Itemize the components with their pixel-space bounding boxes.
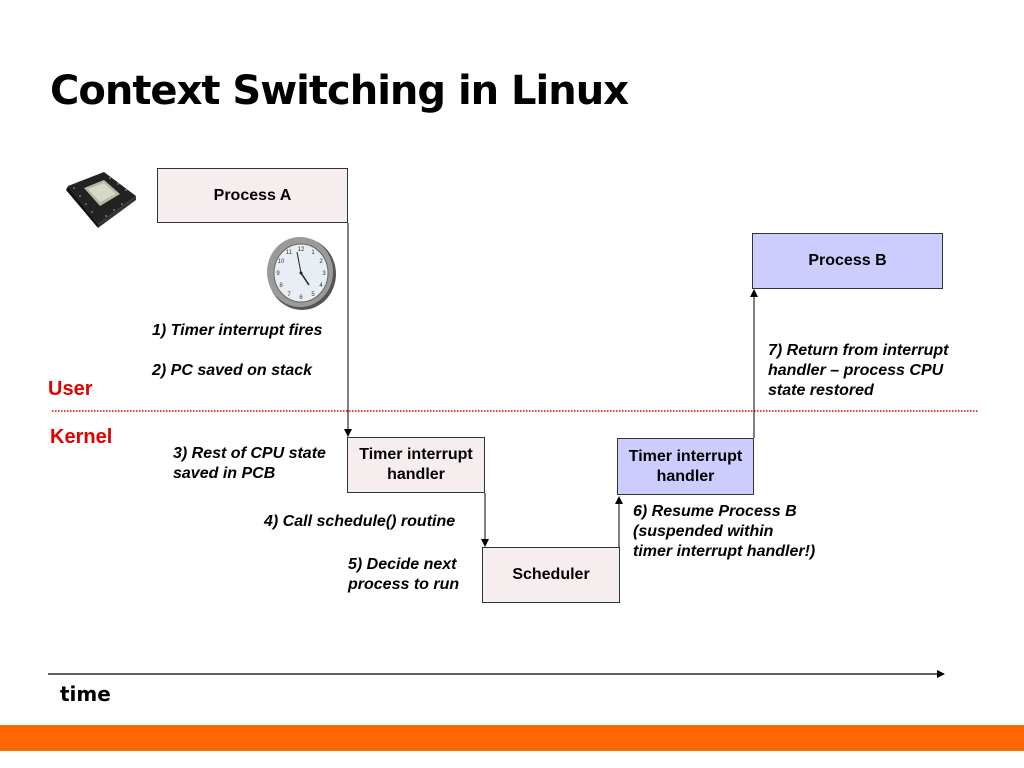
svg-text:2: 2 [319, 259, 323, 265]
footer-bar [0, 725, 1024, 751]
svg-text:10: 10 [278, 259, 285, 265]
step-1-label: 1) Timer interrupt fires [152, 322, 323, 339]
svg-text:7: 7 [287, 292, 291, 298]
cpu-chip-icon [66, 172, 136, 228]
process-b-box: Process B [752, 233, 943, 289]
process-a-box: Process A [157, 168, 348, 223]
svg-text:3: 3 [322, 271, 326, 277]
svg-text:9: 9 [276, 271, 280, 277]
svg-text:4: 4 [319, 283, 323, 289]
svg-text:12: 12 [298, 247, 305, 253]
step-3-label: 3) Rest of CPU state saved in PCB [173, 445, 326, 482]
svg-text:11: 11 [286, 250, 293, 256]
user-lane-label: User [48, 378, 93, 400]
step-2-label: 2) PC saved on stack [152, 362, 313, 379]
scheduler-box: Scheduler [482, 547, 620, 603]
kernel-lane-label: Kernel [50, 426, 113, 448]
svg-text:5: 5 [311, 292, 315, 298]
step-6-label: 6) Resume Process B (suspended within ti… [633, 503, 816, 560]
timer-handler-box-1: Timer interrupt handler [347, 437, 485, 493]
time-axis-label: time [60, 682, 111, 706]
step-5-label: 5) Decide next process to run [348, 556, 460, 593]
step-7-label: 7) Return from interrupt handler – proce… [768, 342, 949, 399]
timer-handler-box-2: Timer interrupt handler [617, 438, 754, 495]
svg-text:1: 1 [311, 250, 315, 256]
step-4-label: 4) Call schedule() routine [264, 513, 456, 530]
svg-text:8: 8 [279, 283, 283, 289]
slide-title: Context Switching in Linux [50, 68, 629, 114]
svg-text:6: 6 [299, 295, 303, 301]
